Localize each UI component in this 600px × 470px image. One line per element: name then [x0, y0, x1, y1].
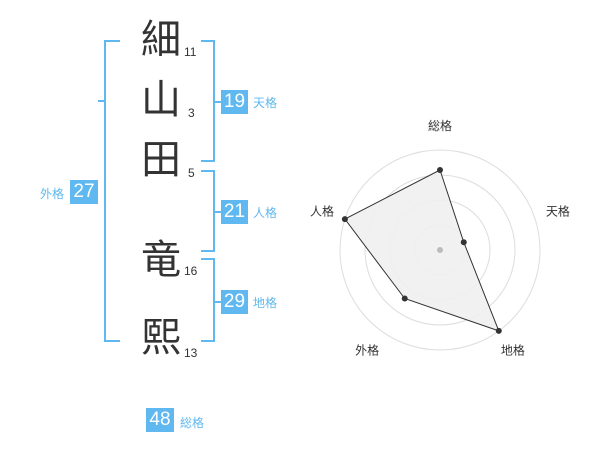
radar-point-3 — [495, 327, 502, 334]
tenkaku-value: 19 — [221, 90, 248, 114]
chikaku-value: 29 — [221, 290, 248, 314]
chikaku-connector — [213, 301, 222, 303]
soukaku-value: 48 — [146, 408, 174, 432]
gaikaku-connector — [98, 100, 106, 102]
chikaku-label: 地格 — [253, 296, 278, 310]
gaikaku-label: 外格 — [40, 187, 65, 201]
jinkaku-connector — [213, 211, 222, 213]
stroke-count-2: 3 — [188, 106, 195, 120]
radar-axis-label-4: 外格 — [355, 342, 379, 357]
name-char-3: 田 — [141, 137, 181, 183]
stroke-count-3: 5 — [188, 166, 195, 180]
stroke-count-4: 16 — [184, 264, 198, 278]
name-char-4: 竜 — [141, 237, 181, 283]
jinkaku-value: 21 — [221, 200, 248, 224]
radar-axis-label-2: 天格 — [546, 204, 570, 219]
tenkaku-label: 天格 — [253, 96, 278, 110]
radar-point-1 — [437, 167, 443, 173]
stroke-count-1: 11 — [184, 45, 197, 59]
radar-axis-label-5: 人格 — [310, 204, 334, 219]
name-char-2: 山 — [141, 77, 181, 123]
name-char-1: 細 — [141, 17, 181, 63]
radar-point-5 — [341, 216, 348, 223]
gaikaku-bracket — [104, 40, 120, 342]
radar-point-2 — [460, 239, 467, 246]
tenkaku-connector — [213, 101, 222, 103]
jinkaku-label: 人格 — [253, 206, 278, 220]
radar-area — [344, 169, 500, 332]
name-char-5: 熙 — [141, 315, 181, 361]
gaikaku-value: 27 — [70, 180, 98, 204]
chikaku-bracket — [201, 258, 215, 342]
radar-center — [437, 247, 443, 253]
radar-axis-label-1: 総格 — [428, 118, 452, 133]
soukaku-label: 総格 — [180, 416, 205, 430]
radar-axis-label-3: 地格 — [501, 342, 525, 357]
radar-point-4 — [401, 295, 408, 302]
radar-ring-4 — [339, 149, 541, 351]
stroke-count-5: 13 — [184, 346, 198, 360]
